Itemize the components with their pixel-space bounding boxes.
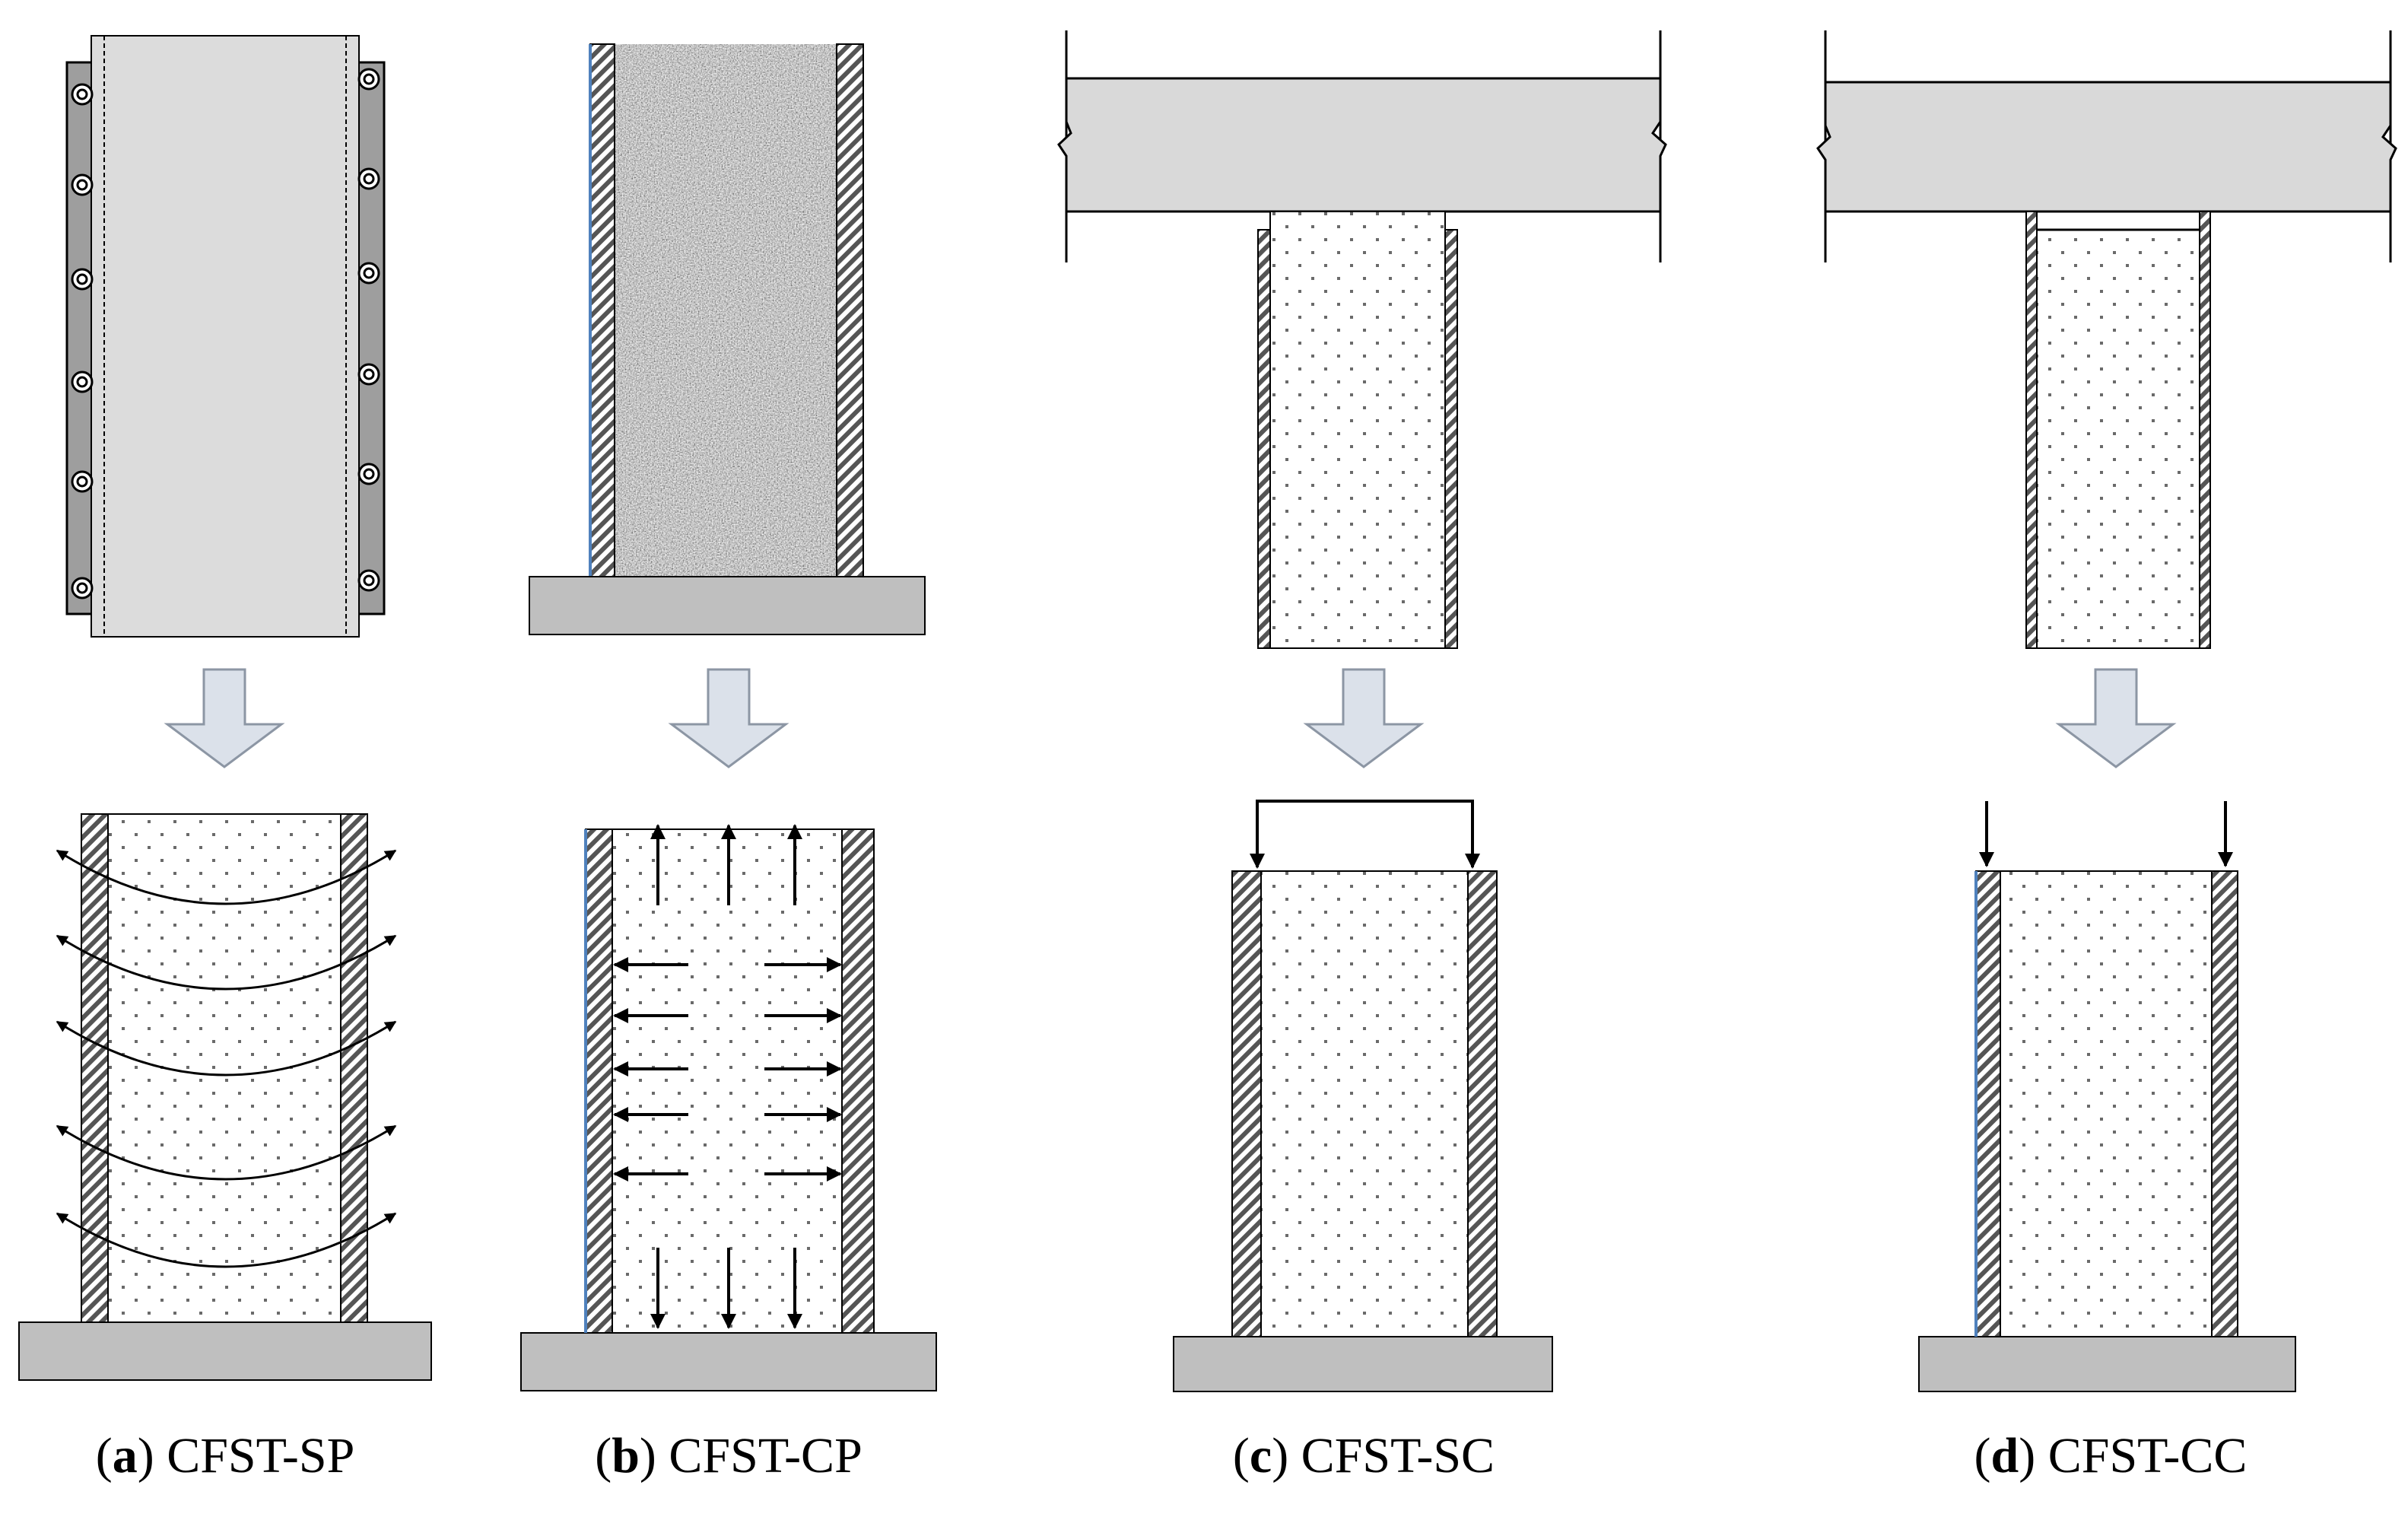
bolt-icon bbox=[71, 371, 94, 393]
right-steel-wall bbox=[841, 828, 875, 1334]
bolt-icon bbox=[357, 463, 380, 485]
expansion-arrows bbox=[613, 824, 842, 1329]
right-steel-wall bbox=[836, 43, 864, 577]
caption-d: (d) CFST-CC bbox=[1974, 1428, 2248, 1484]
caption-c: (c) CFST-SC bbox=[1233, 1428, 1495, 1484]
panel-a bbox=[18, 35, 432, 1381]
concrete-core bbox=[1269, 211, 1446, 649]
left-steel-wall bbox=[2025, 211, 2038, 649]
beam bbox=[1816, 81, 2397, 213]
load-bracket bbox=[1256, 800, 1480, 869]
left-steel-wall bbox=[1231, 870, 1262, 1337]
bolt-icon bbox=[71, 577, 94, 599]
bolt-icon bbox=[357, 569, 380, 592]
right-steel-wall bbox=[1444, 229, 1458, 649]
right-steel-wall bbox=[2211, 870, 2238, 1337]
caption-c-letter: c bbox=[1250, 1428, 1272, 1484]
bolt-icon bbox=[71, 268, 94, 291]
foundation-base bbox=[18, 1321, 432, 1381]
confinement-arrow bbox=[56, 934, 397, 991]
left-steel-wall bbox=[1257, 229, 1271, 649]
foundation-base bbox=[1173, 1336, 1553, 1392]
down-arrow-icon bbox=[164, 668, 285, 768]
concrete-core bbox=[1260, 870, 1469, 1337]
confinement-arrow bbox=[56, 849, 397, 905]
confinement-arrows bbox=[56, 849, 397, 1268]
panel-d bbox=[1816, 30, 2397, 1392]
caption-a-letter: a bbox=[113, 1428, 138, 1484]
confinement-arrow bbox=[56, 1020, 397, 1077]
panel-d-bottom-column bbox=[1918, 801, 2296, 1392]
panel-a-top-column bbox=[65, 35, 386, 638]
concrete-core bbox=[2036, 229, 2200, 649]
panel-c bbox=[1057, 30, 1667, 1392]
left-steel-wall bbox=[589, 43, 615, 577]
right-steel-wall bbox=[2199, 211, 2211, 649]
panel-b-bottom-column bbox=[520, 824, 937, 1391]
granite-core bbox=[614, 43, 837, 577]
steel-tube-body bbox=[91, 35, 360, 638]
right-steel-wall bbox=[340, 813, 368, 1323]
left-steel-wall bbox=[585, 828, 613, 1334]
bolt-icon bbox=[71, 470, 94, 493]
bolt-icon bbox=[357, 262, 380, 285]
bolt-icon bbox=[71, 173, 94, 196]
panel-d-top-column bbox=[1816, 30, 2397, 649]
caption-a: (a) CFST-SP bbox=[96, 1428, 355, 1484]
beam bbox=[1057, 77, 1667, 213]
down-arrow-icon bbox=[668, 668, 789, 768]
concrete-core bbox=[2000, 870, 2213, 1337]
panel-c-bottom-column bbox=[1173, 800, 1553, 1392]
bolt-icon bbox=[357, 363, 380, 386]
caption-b-label: CFST-CP bbox=[669, 1428, 862, 1484]
bolt-row bbox=[71, 68, 380, 599]
caption-b-letter: b bbox=[612, 1428, 640, 1484]
bolt-icon bbox=[71, 83, 94, 106]
left-steel-wall bbox=[81, 813, 109, 1323]
confinement-arrow bbox=[56, 1212, 397, 1268]
caption-a-label: CFST-SP bbox=[167, 1428, 354, 1484]
confinement-arrow bbox=[56, 1124, 397, 1181]
panel-b-top-column bbox=[529, 43, 926, 635]
concrete-core bbox=[107, 813, 342, 1323]
left-steel-wall bbox=[1975, 870, 2001, 1337]
caption-d-letter: d bbox=[1991, 1428, 2019, 1484]
right-steel-wall bbox=[1467, 870, 1498, 1337]
foundation-base bbox=[1918, 1336, 2296, 1392]
foundation-base bbox=[529, 576, 926, 635]
caption-c-label: CFST-SC bbox=[1301, 1428, 1495, 1484]
panel-a-bottom-column bbox=[18, 813, 432, 1381]
bolt-icon bbox=[357, 167, 380, 190]
foundation-base bbox=[520, 1332, 937, 1391]
caption-b: (b) CFST-CP bbox=[595, 1428, 862, 1484]
caption-d-label: CFST-CC bbox=[2048, 1428, 2248, 1484]
down-arrow-icon bbox=[1303, 668, 1425, 768]
down-arrow-icon bbox=[2055, 668, 2177, 768]
bolt-icon bbox=[357, 68, 380, 91]
panel-c-top-column bbox=[1057, 30, 1667, 649]
panel-b bbox=[520, 43, 937, 1391]
